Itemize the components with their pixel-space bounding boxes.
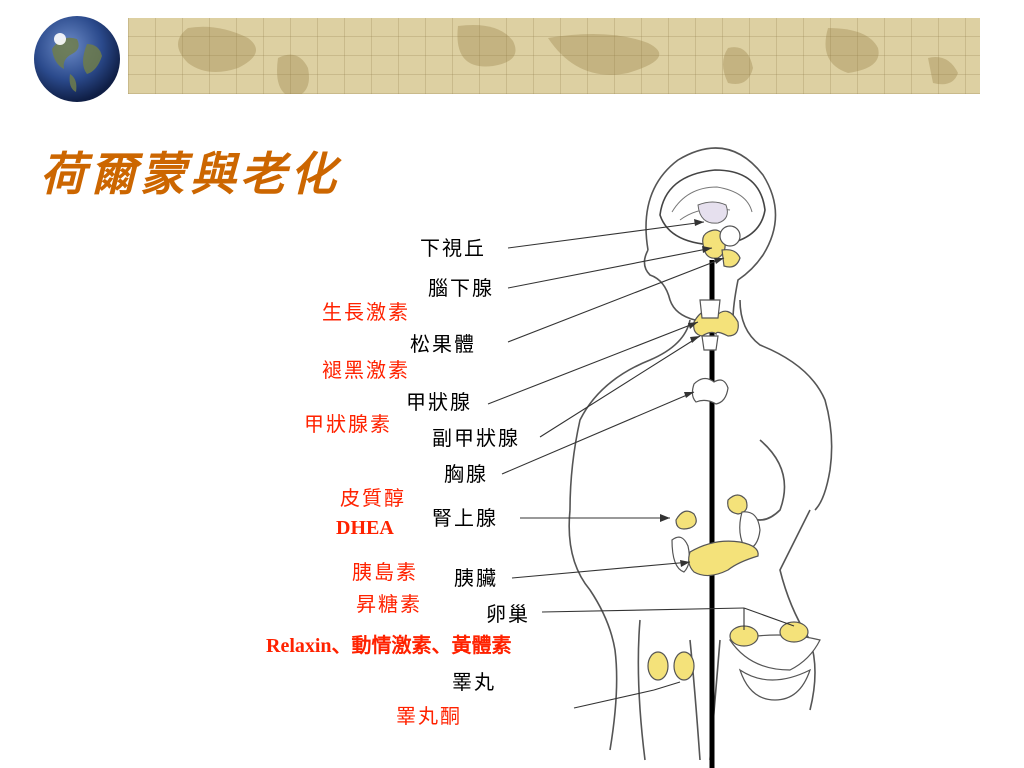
hormone-thyroxine: 甲狀腺素 <box>304 412 392 436</box>
header-banner <box>128 18 980 94</box>
globe-logo <box>34 16 120 102</box>
leader-ovary <box>541 607 745 613</box>
inner-leg <box>689 639 701 761</box>
leader-hypothalamus <box>507 221 705 249</box>
leader-thyroid <box>487 321 699 405</box>
adrenal-left <box>675 510 697 530</box>
page-title: 荷爾蒙與老化 <box>40 147 340 201</box>
testis-right <box>673 651 695 681</box>
hormone-ovary-set: Relaxin、動情激素、黃體素 <box>266 635 512 657</box>
ovary-right <box>779 621 809 643</box>
pancreas <box>688 540 759 577</box>
hormone-glucagon: 昇糖素 <box>356 592 422 616</box>
hormone-testosterone: 睪丸酮 <box>396 704 462 728</box>
pineal-gland <box>721 249 741 268</box>
label-thymus: 胸腺 <box>444 462 488 486</box>
label-pancreas: 胰臟 <box>454 566 498 590</box>
left-torso <box>568 509 618 751</box>
label-adrenal: 腎上腺 <box>432 506 498 530</box>
right-shoulder <box>739 299 833 511</box>
right-torso <box>779 509 816 711</box>
label-pituitary: 腦下腺 <box>428 276 494 300</box>
hormone-cortisol: 皮質醇 <box>340 486 406 510</box>
leader-parathyroid <box>539 335 701 438</box>
leader-thymus <box>501 391 695 475</box>
leader-pancreas <box>511 561 691 579</box>
world-map-pattern <box>178 25 958 94</box>
label-testis: 睪丸 <box>452 670 496 694</box>
hormone-growth: 生長激素 <box>322 300 410 324</box>
label-thyroid: 甲狀腺 <box>406 390 472 414</box>
leader-pineal <box>507 257 725 343</box>
label-hypothalamus: 下視丘 <box>420 236 486 260</box>
cerebellum <box>719 225 741 247</box>
hormone-melatonin: 褪黑激素 <box>322 358 410 382</box>
adrenal-right <box>727 494 748 515</box>
label-parathyroid: 副甲狀腺 <box>432 426 520 450</box>
leader-pituitary <box>507 247 713 289</box>
label-pineal: 松果體 <box>410 332 476 356</box>
hormone-insulin: 胰島素 <box>352 560 418 584</box>
hormone-dhea: DHEA <box>336 517 394 539</box>
head-outline <box>645 147 777 321</box>
brain-outline <box>659 169 766 246</box>
left-shoulder <box>569 319 691 511</box>
testis-left <box>647 651 669 681</box>
thymus-gland <box>691 377 729 405</box>
label-ovary: 卵巢 <box>486 602 530 626</box>
left-leg <box>637 619 646 761</box>
face-outline <box>643 249 696 321</box>
leader-testis <box>573 689 655 709</box>
